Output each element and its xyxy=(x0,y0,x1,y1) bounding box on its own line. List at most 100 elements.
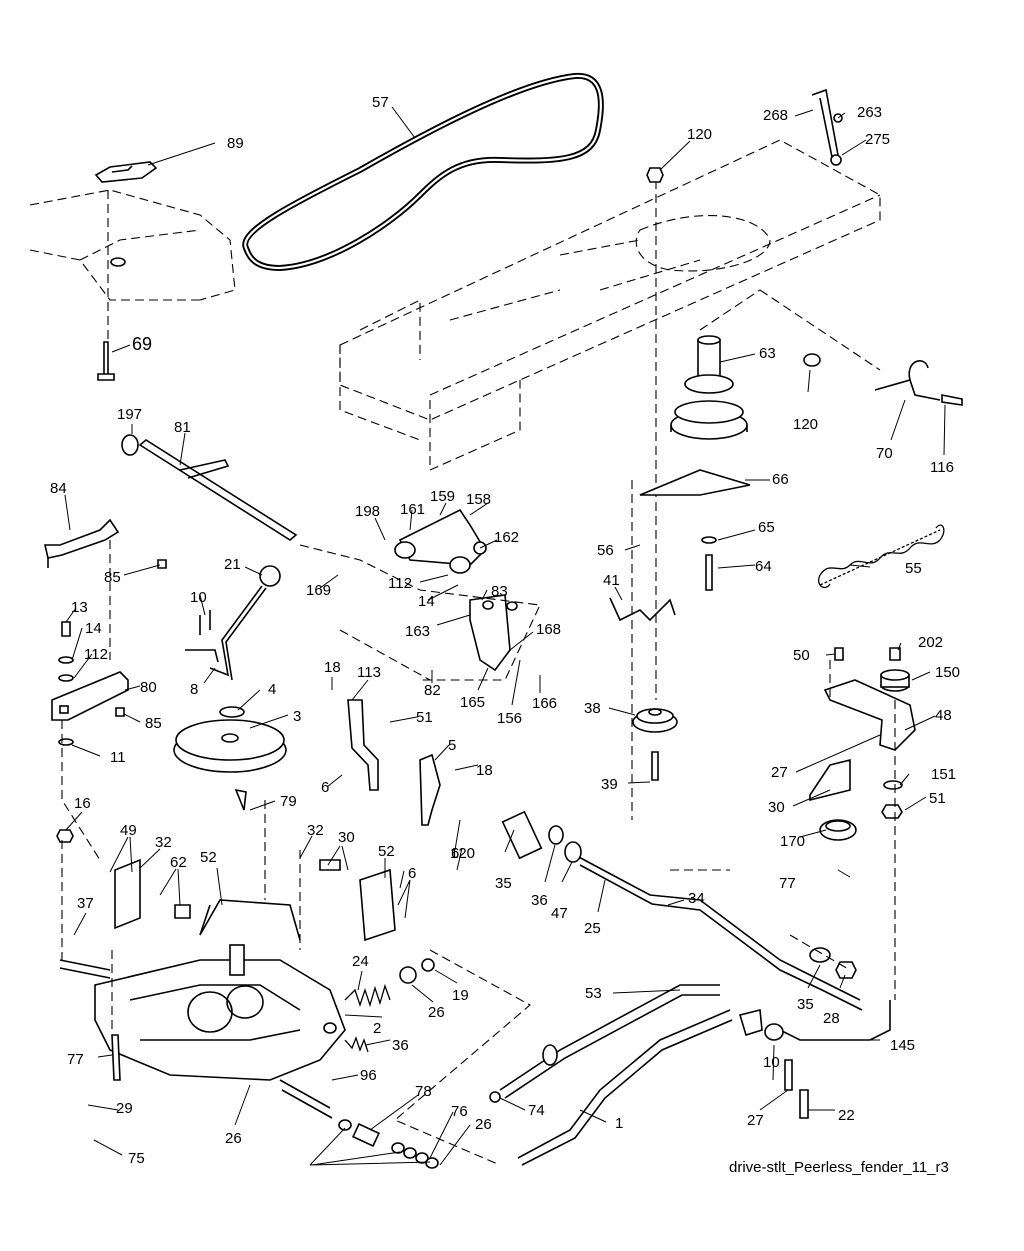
idler-arm-48 xyxy=(809,647,916,841)
callout-120-a: 120 xyxy=(687,126,712,143)
callout-6-a: 6 xyxy=(321,779,329,796)
bracket-80 xyxy=(51,671,129,721)
callout-275: 275 xyxy=(865,131,890,148)
callout-113: 113 xyxy=(357,664,381,681)
callout-85-b: 85 xyxy=(145,715,162,732)
callout-198: 198 xyxy=(355,503,380,520)
callout-8: 8 xyxy=(190,681,198,698)
axle-hardware xyxy=(338,1119,439,1169)
nut-120-mid xyxy=(803,353,821,367)
callout-35-a: 36 xyxy=(531,892,548,909)
callout-14-a: 14 xyxy=(418,593,435,610)
callout-158: 158 xyxy=(466,491,491,508)
callout-63: 63 xyxy=(759,345,776,362)
callout-96: 29 xyxy=(116,1100,133,1117)
callout-202: 202 xyxy=(918,634,943,651)
callout-79: 79 xyxy=(280,793,297,810)
callout-50: 50 xyxy=(793,647,810,664)
callout-161: 161 xyxy=(400,501,425,518)
pulley-38 xyxy=(609,597,678,781)
drive-belt xyxy=(242,72,604,272)
callout-57: 57 xyxy=(372,94,389,111)
callout-145: 77 xyxy=(67,1051,84,1068)
callout-39: 39 xyxy=(601,776,618,793)
callout-116: 116 xyxy=(930,459,954,476)
callout-51-a: 51 xyxy=(416,709,433,726)
callout-10-a: 10 xyxy=(190,589,207,606)
callout-27-b: 22 xyxy=(838,1107,855,1124)
hardware-left xyxy=(56,559,167,843)
callout-30-b: 32 xyxy=(155,834,172,851)
shift-lever-8 xyxy=(185,565,281,681)
callout-55: 55 xyxy=(905,560,922,577)
callout-85-a: 85 xyxy=(104,569,121,586)
extension-spring-55 xyxy=(818,524,945,589)
transaxle-1 xyxy=(59,899,346,1119)
callout-21: 21 xyxy=(224,556,241,573)
callout-36-a: 47 xyxy=(551,905,568,922)
callout-74: 78 xyxy=(415,1083,432,1100)
callout-34: 25 xyxy=(584,920,601,937)
callout-26-a: 2 xyxy=(373,1020,381,1037)
callout-47: 170 xyxy=(780,833,805,850)
callout-35-b: 28 xyxy=(823,1010,840,1027)
lift-rod-268 xyxy=(811,88,843,166)
callout-41: 41 xyxy=(603,572,620,589)
leader-lines xyxy=(64,106,946,1166)
callout-5: 5 xyxy=(448,737,456,754)
callout-120-c: 77 xyxy=(779,875,796,892)
callout-168: 168 xyxy=(536,621,561,638)
callout-3: 3 xyxy=(293,708,301,725)
callout-11: 11 xyxy=(110,749,126,766)
axle-rod-34 xyxy=(501,810,863,1011)
callout-37: 34 xyxy=(688,890,705,907)
callout-150: 150 xyxy=(935,664,960,681)
callout-10-b: 27 xyxy=(747,1112,764,1129)
idler-bracket-158 xyxy=(394,508,518,672)
callout-26-b: 10 xyxy=(763,1054,780,1071)
callout-70: 70 xyxy=(876,445,893,462)
rod-70 xyxy=(874,360,963,406)
callout-77-b: 96 xyxy=(360,1067,377,1084)
callout-65: 65 xyxy=(758,519,775,536)
callout-52-b: 6 xyxy=(408,865,416,882)
callout-89: 89 xyxy=(227,135,244,152)
callout-163: 163 xyxy=(405,623,430,640)
lever-84 xyxy=(43,518,120,568)
callout-83: 83 xyxy=(491,583,508,600)
chassis-frame xyxy=(339,139,881,820)
callout-24: 19 xyxy=(452,987,469,1004)
callout-69: 69 xyxy=(132,334,152,354)
brackets-113-5 xyxy=(347,699,441,826)
callout-76: 26 xyxy=(475,1116,492,1133)
callout-27-a: 27 xyxy=(771,764,788,781)
pulley-assembly-63 xyxy=(639,335,751,591)
callout-84: 84 xyxy=(50,480,67,497)
callout-268: 268 xyxy=(763,107,788,124)
callout-labels: 57 89 268 263 275 120 69 63 120 70 116 1… xyxy=(50,94,960,1167)
callout-66: 66 xyxy=(772,471,789,488)
callout-30-a: 52 xyxy=(378,843,395,860)
callout-26-c: 75 xyxy=(128,1150,145,1167)
callout-16: 16 xyxy=(74,795,91,812)
callout-1: 26 xyxy=(225,1130,242,1147)
callout-19: 26 xyxy=(428,1004,445,1021)
callout-25: 24 xyxy=(352,953,369,970)
callout-29: 74 xyxy=(528,1102,545,1119)
callout-6-c: 32 xyxy=(307,822,324,839)
callout-64: 64 xyxy=(755,558,772,575)
diagram-caption: drive-stlt_Peerless_fender_11_r3 xyxy=(729,1159,949,1176)
nut-120-top xyxy=(646,167,664,183)
callout-197: 197 xyxy=(117,406,142,423)
callout-18-a: 18 xyxy=(324,659,341,676)
callout-80: 80 xyxy=(140,679,157,696)
callout-32-a: 30 xyxy=(338,829,355,846)
callout-6-b: 6 xyxy=(451,845,459,862)
callout-151: 151 xyxy=(931,766,956,783)
rods-28-22 xyxy=(489,984,733,1166)
callout-52-a: 49 xyxy=(120,822,137,839)
callout-166: 166 xyxy=(532,695,557,712)
callout-38: 38 xyxy=(584,700,601,717)
callout-32-b: 62 xyxy=(170,854,187,871)
callout-170: 52 xyxy=(200,849,217,866)
